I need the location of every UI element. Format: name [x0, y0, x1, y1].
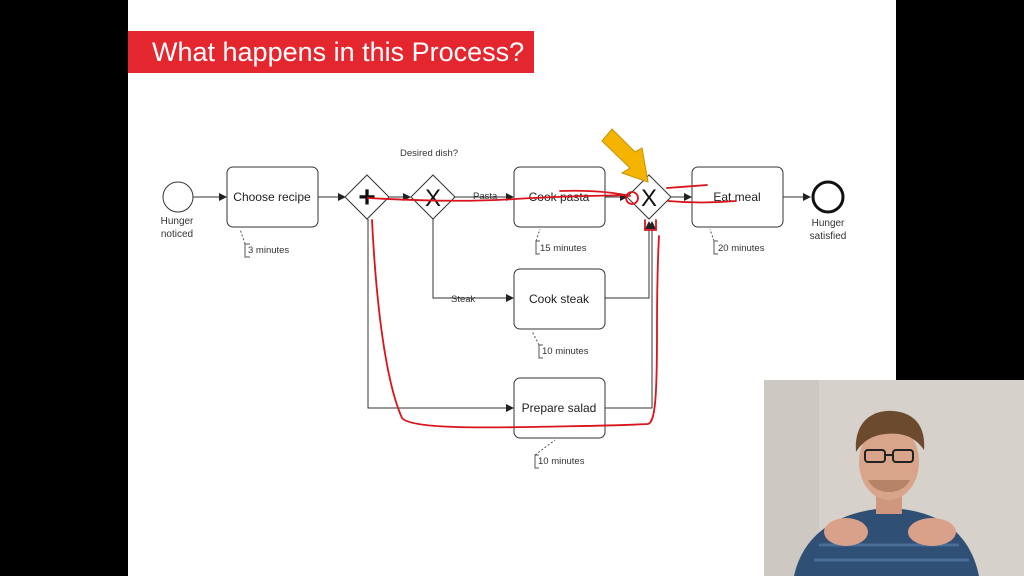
presenter-webcam: [764, 380, 1024, 576]
duration-cook-steak: 10 minutes: [542, 346, 589, 357]
task-cook-steak: Cook steak: [513, 268, 606, 330]
pen-circle-merge-left: [625, 191, 639, 205]
presenter-hair: [855, 410, 925, 452]
task-choose-recipe: Choose recipe: [226, 166, 319, 228]
end-event-label-2: satisfied: [810, 231, 847, 242]
flow-steak: [432, 219, 514, 302]
start-event: [162, 181, 194, 213]
presenter-glasses: [864, 449, 914, 463]
pen-stroke-top: [367, 194, 629, 202]
start-event-label-2: noticed: [161, 229, 193, 240]
pen-stroke-eat-2: [667, 200, 737, 204]
sequence-flows: [193, 193, 811, 412]
slide-title: What happens in this Process?: [128, 31, 534, 73]
gateway-question: Desired dish?: [400, 148, 458, 159]
pointer-arrow: [601, 128, 649, 183]
flow-salad-to-merge: [605, 221, 656, 409]
presenter-image: [764, 380, 1024, 576]
duration-choose-recipe: 3 minutes: [248, 245, 289, 256]
pen-circle-merge-bottom: [644, 219, 657, 231]
duration-eat-meal: 20 minutes: [718, 243, 765, 254]
task-eat-meal: Eat meal: [691, 166, 784, 228]
parallel-gateway-symbol: +: [358, 181, 376, 214]
flow-label-pasta: Pasta: [473, 191, 498, 202]
presenter-hand-right: [908, 518, 956, 546]
duration-prepare-salad: 10 minutes: [538, 456, 585, 467]
task-cook-steak-label: Cook steak: [529, 292, 590, 306]
task-eat-meal-label: Eat meal: [713, 190, 760, 204]
pen-annotations: [367, 184, 737, 429]
pen-stroke-loop: [371, 219, 660, 429]
pen-stroke-eat-1: [666, 184, 708, 189]
presenter-hand-left: [824, 518, 868, 546]
gateway-parallel-split: +: [344, 174, 390, 220]
flow-steak-to-merge: [605, 221, 653, 299]
end-event-label-1: Hunger: [812, 218, 845, 229]
gateway-exclusive-split: X: [410, 174, 456, 220]
duration-annotations: [239, 228, 718, 469]
merge-gateway-symbol: X: [641, 185, 657, 212]
pen-stroke-pasta: [559, 189, 631, 197]
duration-cook-pasta: 15 minutes: [540, 243, 587, 254]
start-event-label-1: Hunger: [161, 216, 194, 227]
exclusive-gateway-symbol: X: [425, 185, 441, 212]
flow-label-steak: Steak: [451, 294, 476, 305]
end-event: [811, 180, 845, 214]
gateway-exclusive-merge: X: [626, 174, 672, 220]
task-choose-recipe-label: Choose recipe: [233, 190, 311, 204]
task-prepare-salad: Prepare salad: [513, 377, 606, 439]
task-prepare-salad-label: Prepare salad: [522, 401, 597, 415]
flow-salad: [367, 219, 514, 412]
